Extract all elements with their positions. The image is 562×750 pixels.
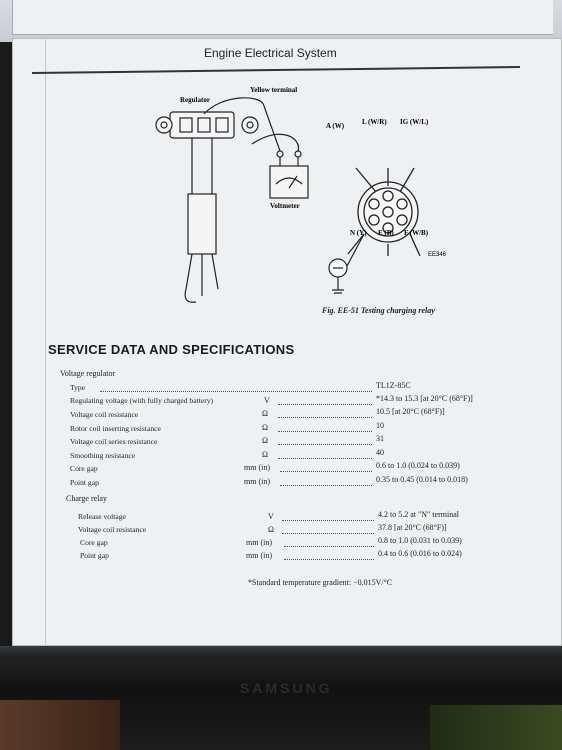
spec-unit: mm (in) (244, 463, 270, 472)
spec-value: 10 (376, 421, 384, 430)
regulator-assembly (155, 97, 265, 303)
spec-name: Regulating voltage (with fully charged b… (70, 396, 214, 405)
spec-value: 0.6 to 1.0 (0.024 to 0.039) (376, 461, 460, 470)
spec-leader (282, 520, 374, 521)
spec-value: *14.3 to 15.3 [at 20°C (68°F)] (376, 394, 473, 403)
spec-table: Voltage regulator Type TL1Z-85C Regulati… (12, 38, 562, 646)
label-f-wb: F (W/B) (404, 229, 429, 237)
spec-leader (278, 417, 372, 418)
charging-relay-diagram (155, 97, 421, 303)
spec-name: Type (70, 383, 86, 392)
spec-value: 10.5 [at 20°C (68°F)] (376, 407, 445, 416)
spec-leader (280, 471, 372, 472)
section-heading: SERVICE DATA AND SPECIFICATIONS (48, 342, 295, 357)
label-voltmeter: Voltmeter (270, 202, 300, 210)
page-margin-rule (45, 38, 46, 646)
label-l-wr: L (W/R) (362, 118, 387, 126)
group-label-voltage-regulator: Voltage regulator (60, 369, 116, 378)
spec-leader (278, 431, 372, 432)
spec-name: Point gap (70, 478, 99, 487)
spec-unit: Ω (262, 423, 268, 432)
spec-value: TL1Z-85C (376, 381, 411, 390)
label-n-y: N (Y) (350, 229, 367, 237)
spec-unit: mm (in) (244, 477, 270, 486)
spec-name: Core gap (70, 464, 98, 473)
previous-page-edge (12, 0, 553, 35)
label-ig-wl: IG (W/L) (400, 118, 429, 126)
spec-leader (284, 559, 374, 560)
monitor-top-bezel (0, 0, 562, 42)
spec-leader (282, 533, 374, 534)
spec-unit: mm (in) (246, 551, 272, 560)
spec-value: 0.8 to 1.0 (0.031 to 0.039) (378, 536, 462, 545)
spec-name: Voltage coil resistance (78, 525, 147, 534)
relay-connector (347, 167, 421, 257)
label-yellow-terminal: Yellow terminal (250, 86, 298, 94)
spec-unit: Ω (268, 525, 274, 534)
monitor-bezel-lip (0, 646, 562, 658)
spec-value: 0.35 to 0.45 (0.014 to 0.018) (376, 475, 468, 484)
spec-value: 0.4 to 0.6 (0.016 to 0.024) (378, 549, 462, 558)
monitor-brand-logo: SAMSUNG (240, 680, 333, 696)
spec-leader (284, 546, 374, 547)
spec-name: Rotor coil inserting resistance (70, 424, 161, 433)
spec-name: Voltage coil series resistance (70, 437, 158, 446)
spec-unit: V (264, 396, 270, 405)
page-header-title: Engine Electrical System (204, 46, 337, 60)
group-label-charge-relay: Charge relay (66, 494, 107, 503)
label-regulator: Regulator (180, 96, 210, 104)
voltmeter-icon (251, 105, 309, 199)
spec-leader (278, 444, 372, 445)
spec-unit: mm (in) (246, 538, 272, 547)
figure-caption: Fig. EE-51 Testing charging relay (322, 306, 435, 315)
spec-name: Smoothing resistance (70, 451, 136, 460)
spec-name: Core gap (80, 538, 108, 547)
label-e-b: E (B) (378, 229, 394, 237)
spec-value: 4.2 to 5.2 at "N" terminal (378, 510, 459, 519)
spec-unit: V (268, 512, 274, 521)
label-a-w: A (W) (326, 122, 345, 130)
manual-page: Engine Electrical System (12, 38, 562, 646)
spec-name: Release voltage (78, 512, 126, 521)
spec-leader (278, 458, 372, 459)
spec-unit: Ω (262, 436, 268, 445)
spec-value: 40 (376, 448, 384, 457)
spec-leader (278, 404, 372, 405)
spec-value: 37.8 [at 20°C (68°F)] (378, 523, 447, 532)
desk-object-right (430, 705, 562, 750)
spec-leader (280, 485, 372, 486)
test-probe-icon (328, 233, 365, 294)
spec-name: Voltage coil resistance (70, 410, 139, 419)
spec-unit: Ω (262, 450, 268, 459)
spec-name: Point gap (80, 551, 109, 560)
label-figure-code: EE346 (428, 252, 447, 258)
spec-leader (100, 391, 372, 392)
footnote: *Standard temperature gradient: −0.015V/… (248, 578, 393, 587)
spec-value: 31 (376, 434, 384, 443)
desk-object-left (0, 700, 120, 750)
spec-unit: Ω (262, 409, 268, 418)
